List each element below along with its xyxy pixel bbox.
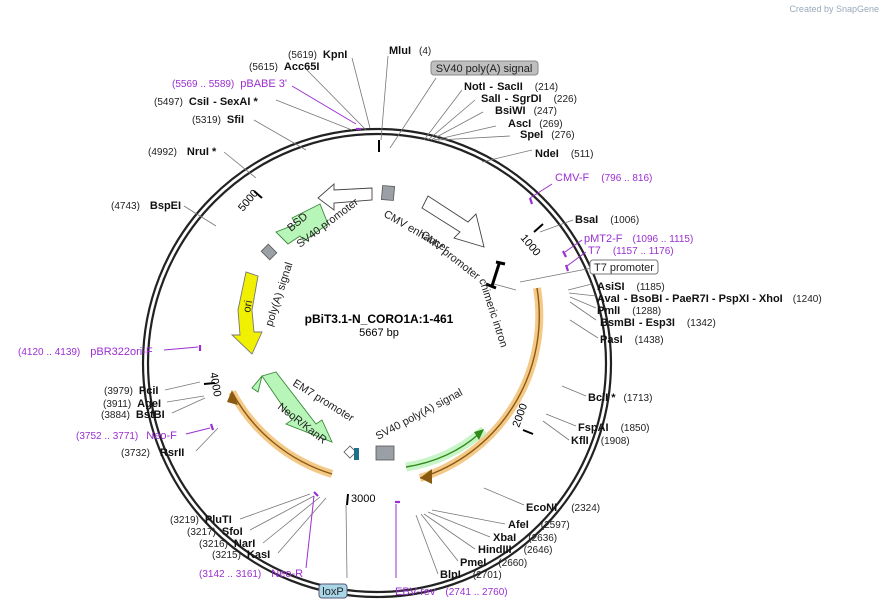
orf-right-arrowhead (420, 469, 432, 484)
ori-arrow (230, 271, 263, 355)
site-kpni: (5619)KpnI (288, 49, 347, 61)
primer-mark-pmt2 (562, 250, 567, 258)
site-asisi: AsiSI(1185) (597, 281, 665, 293)
site-noti: NotI-SacII(214) (464, 81, 558, 93)
site-pluti: (3219)PluTI (170, 514, 232, 526)
site-rsrii: (3732)RsrII (121, 447, 184, 459)
site-hindiii: HindIII(2646) (478, 544, 553, 556)
site-ndei: NdeI(511) (535, 148, 593, 160)
sv40-promoter-arrow (317, 183, 373, 211)
site-asci: AscI(269) (508, 118, 563, 130)
em7-promoter-arrow (251, 375, 263, 393)
site-bsiwi: BsiWI(247) (495, 105, 557, 117)
site-acc65i: (5615)Acc65I (249, 61, 319, 73)
site-kasi: (3215)KasI (212, 549, 270, 561)
plasmid-size: 5667 bp (359, 327, 399, 339)
sv40-polyA-box-label: SV40 poly(A) signal (436, 63, 533, 75)
cmv-enhancer-promoter-arrow (421, 195, 485, 248)
site-agei: (3911)AgeI (103, 398, 161, 410)
primer-mark-cmvf (528, 197, 534, 205)
tick-5000 (253, 190, 263, 199)
tick-label-3000: 3000 (351, 493, 375, 505)
tick-label-1000: 1000 (518, 232, 543, 258)
primer-mark-neof (209, 423, 215, 431)
site-pmli: PmlI(1288) (597, 305, 661, 317)
plasmid-name: pBiT3.1-N_CORO1A:1-461 (305, 312, 454, 326)
primer-neor: (3142 .. 3161)Neo-R (199, 568, 303, 580)
tick-label-5000: 5000 (236, 187, 261, 213)
orf-right-arc (419, 287, 540, 479)
site-kfli: KflI(1908) (571, 435, 630, 447)
site-afei: AfeI(2597) (508, 519, 570, 531)
site-bspei: (4743)BspEI (111, 200, 181, 212)
snapgene-credit: Created by SnapGene (789, 4, 879, 14)
sv40-polyA-box-label-bg (430, 60, 539, 76)
tick-2000 (522, 429, 534, 435)
orf-left-arrowhead (227, 390, 238, 405)
sv40-ori-box (380, 185, 396, 201)
primer-pbr322: (4120 .. 4139)pBR322ori-F (18, 346, 153, 358)
feature-label-sv40-polyA-inner: SV40 poly(A) signal (374, 387, 465, 443)
loxp-box-label: loxP (322, 586, 343, 598)
primer-ebv: EBV-rev(2741 .. 2760) (395, 586, 508, 598)
site-econi: EcoNI(2324) (526, 502, 600, 514)
tick-1000 (533, 223, 544, 233)
primer-mark-t7 (564, 264, 570, 272)
t7-promoter-box-label: T7 promoter (594, 262, 654, 274)
primer-pbabe: (5569 .. 5589)pBABE 3' (172, 78, 287, 90)
site-spei: SpeI(276) (520, 129, 575, 141)
feature-label-polyA: poly(A) signal (263, 261, 295, 328)
site-sfii: (5319)SfiI (192, 114, 244, 126)
loxp-box-bg (318, 583, 348, 599)
site-avai: AvaI- BsoBI - PaeR7I - PspXI - XhoI(1240… (597, 293, 822, 305)
site-sfoi: (3217)SfoI (187, 526, 243, 538)
backbone-inner (146, 132, 608, 594)
primer-mark-neor (313, 491, 319, 497)
polyA-box (260, 243, 278, 261)
site-bsai: BsaI(1006) (575, 214, 639, 226)
site-bsmbi: BsmBI- Esp3I(1342) (600, 317, 716, 329)
sv40-polyA-arrowhead (474, 429, 484, 440)
neor-arrow (261, 371, 333, 443)
site-sali: SalI-SgrDI(226) (481, 93, 577, 105)
tick-label-4000: 4000 (207, 371, 223, 397)
primer-cmvf: CMV-F(796 .. 816) (555, 172, 652, 184)
site-blpi: BlpI(2701) (440, 569, 502, 581)
site-mlui: MluI(4) (389, 45, 431, 57)
primer-t7: T7(1157 .. 1176) (588, 245, 674, 257)
orf-left-arc (231, 391, 333, 475)
tick-3000 (346, 493, 349, 506)
site-pmei: PmeI(2660) (460, 557, 527, 569)
sv40-polyA-terminator-box (375, 445, 395, 461)
site-csii: (5497)CsiI- SexAI * (154, 96, 258, 108)
site-bstbi: (3884)BstBI (101, 409, 165, 421)
intron-leader (493, 283, 517, 291)
site-bcli: BclI *(1713) (588, 392, 652, 404)
primer-neof: (3752 .. 3771)Neo-F (76, 430, 177, 442)
t7-promoter-box-bg (589, 259, 659, 275)
site-nrui: (4992)NruI * (148, 146, 217, 158)
tick-4000 (203, 382, 216, 385)
backbone-outer (141, 127, 613, 599)
sv40-polyA-arrow (405, 432, 481, 468)
site-nari: (3216)NarI (199, 538, 255, 550)
site-pasi: PasI(1438) (600, 334, 664, 346)
bsd-arrow (275, 203, 329, 245)
em7-marker (354, 448, 359, 460)
site-xbai: XbaI(2636) (493, 532, 557, 544)
site-fspai: FspAI(1850) (578, 422, 649, 434)
primer-pmt2f: pMT2-F(1096 .. 1115) (584, 233, 693, 245)
feature-label-ori: ori (241, 299, 255, 313)
site-pcii: (3979)PciI (104, 385, 158, 397)
chimeric-intron-mark (485, 260, 506, 290)
